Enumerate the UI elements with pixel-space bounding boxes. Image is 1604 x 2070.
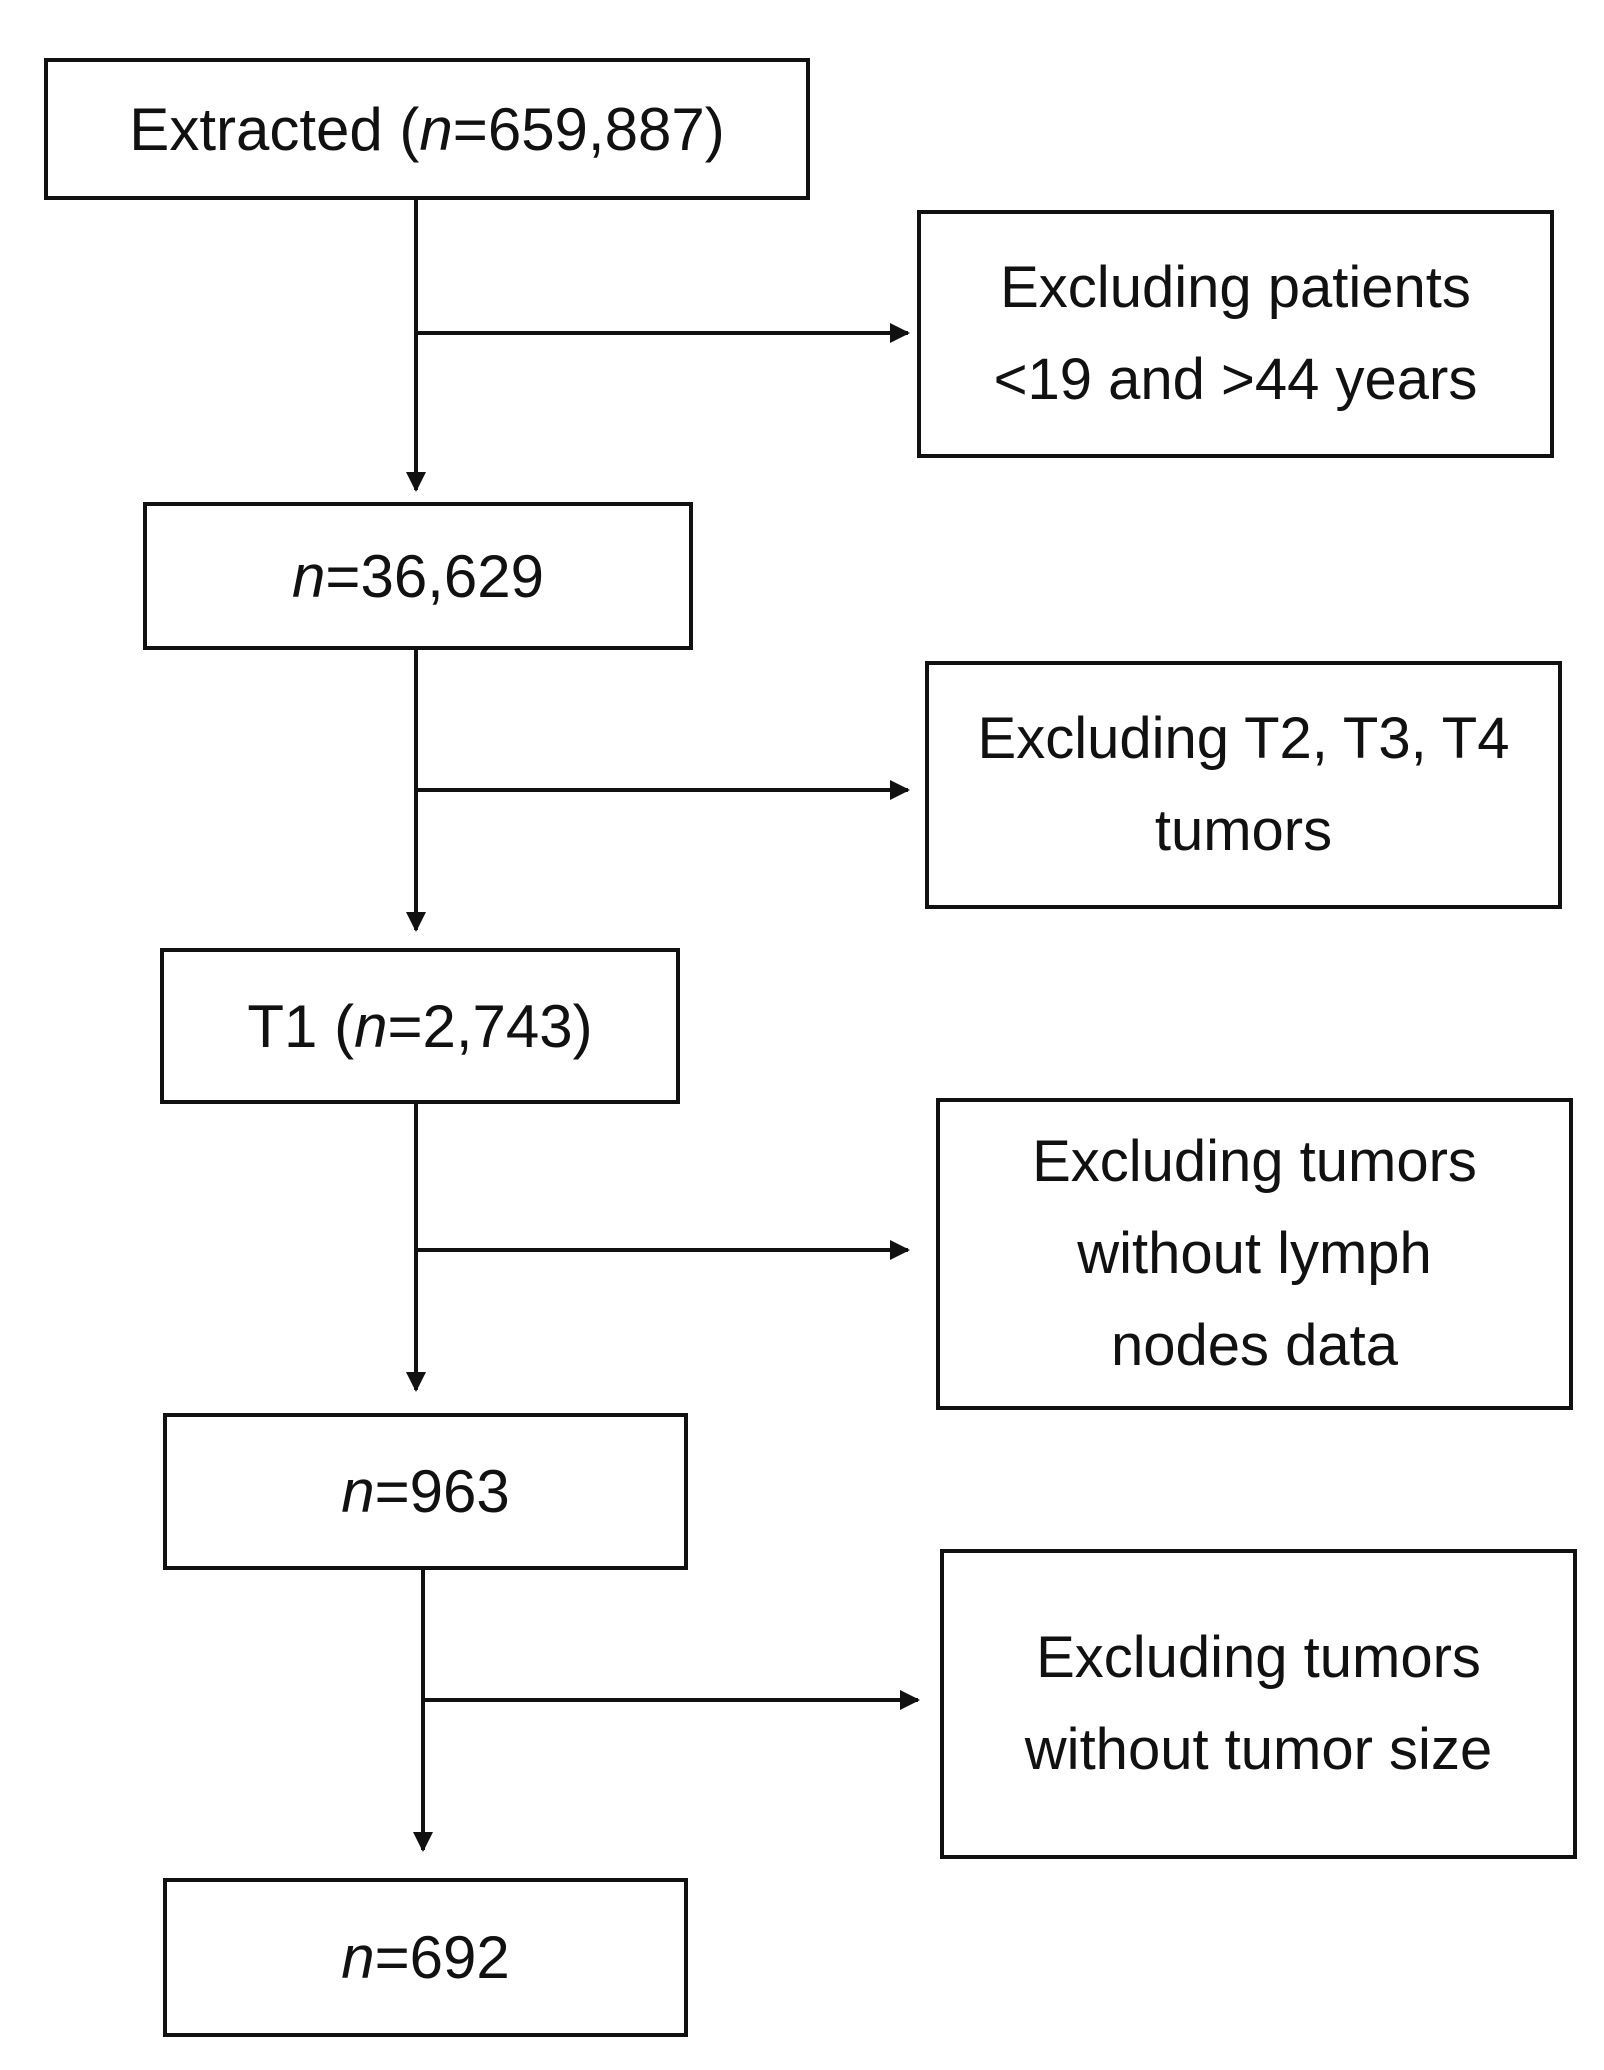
step-box-lymph-filtered: n=963 [163,1413,688,1570]
step-box-extracted: Extracted (n=659,887) [44,58,810,200]
step-label: n=692 [341,1924,510,1991]
exclusion-label: Excluding tumors without lymph nodes dat… [1032,1129,1477,1378]
exclusion-label: Excluding patients <19 and >44 years [993,255,1478,412]
step-box-age-filtered: n=36,629 [143,502,693,650]
step-box-final: n=692 [163,1878,688,2037]
exclusion-box-age: Excluding patients <19 and >44 years [917,210,1554,458]
step-label: Extracted (n=659,887) [129,95,725,163]
exclusion-box-lymph-nodes: Excluding tumors without lymph nodes dat… [936,1098,1573,1410]
exclusion-label: Excluding tumors without tumor size [1024,1625,1493,1782]
exclusion-box-tumor-size: Excluding tumors without tumor size [940,1549,1577,1859]
step-label: n=36,629 [292,542,544,610]
step-label: T1 (n=2,743) [247,992,593,1060]
exclusion-label: Excluding T2, T3, T4 tumors [977,706,1510,863]
exclusion-box-tumor-stage: Excluding T2, T3, T4 tumors [925,661,1562,909]
step-box-t1: T1 (n=2,743) [160,948,680,1104]
step-label: n=963 [341,1458,510,1525]
